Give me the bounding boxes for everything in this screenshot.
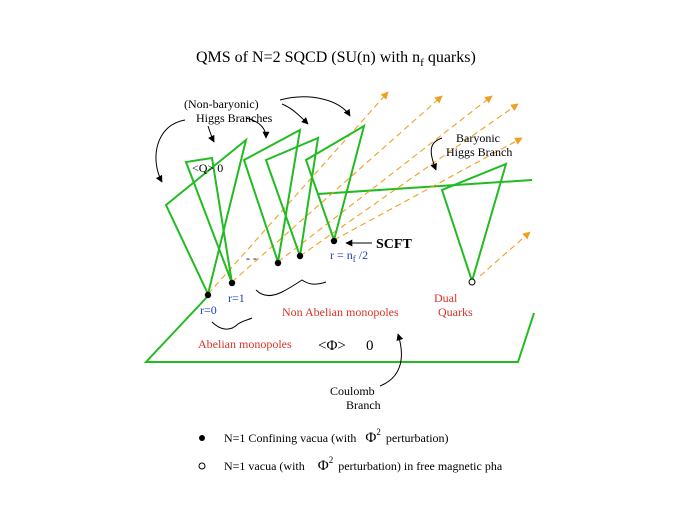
scft-label: SCFT [376, 237, 412, 252]
legend-filled-text: N=1 Confining vacua (with Φ2 perturbatio… [224, 424, 449, 446]
branch-triangle-3 [242, 128, 302, 263]
legend-open-text: N=1 vacua (with Φ2 perturbation) in free… [224, 452, 503, 474]
diagram-title: QMS of N=2 SQCD (SU(n) with nf quarks) [196, 49, 476, 69]
baryonic-triangle [440, 162, 508, 285]
higgs-pointer-arrows [155, 96, 443, 387]
brace-non-abelian [255, 279, 327, 297]
branch-triangle-rnf [304, 123, 366, 244]
baryonic-plane-edge [317, 179, 533, 195]
free-magnetic-vacuum [468, 278, 476, 286]
phi-vev-label: <Φ> [318, 338, 346, 354]
confining-vacuum-r1 [228, 279, 236, 287]
baryonic-label-2: Higgs Branch [446, 145, 512, 159]
quarks-label: Quarks [438, 305, 473, 319]
confining-vacuum-r0 [204, 291, 212, 299]
r0-label: r=0 [200, 303, 217, 317]
branch-triangle-4 [264, 136, 320, 257]
phi-zero-label: 0 [366, 338, 374, 354]
coulomb-label-1: Coulomb [330, 384, 375, 398]
brace-abelian [211, 317, 253, 330]
coulomb-label-2: Branch [346, 398, 381, 412]
dashed-arrows [207, 91, 531, 295]
r-nf-label: r = nf /2 [330, 248, 368, 264]
nonbaryonic-label-2: Higgs Branches [196, 111, 273, 125]
legend: N=1 Confining vacua (with Φ2 perturbatio… [198, 424, 503, 474]
nonbaryonic-label-1: (Non-baryonic) [184, 97, 259, 111]
r1-label: r=1 [228, 291, 245, 305]
dual-label: Dual [434, 291, 458, 305]
abelian-label: Abelian monopoles [198, 337, 292, 351]
confining-vacuum-3 [274, 259, 282, 267]
coulomb-plane [143, 295, 535, 363]
legend-open-dot [198, 462, 206, 470]
confining-vacuum-4 [296, 252, 304, 260]
dots-label: - - [246, 251, 257, 265]
branch-triangle-r1 [184, 156, 233, 284]
nonbaryonic-branches [164, 123, 366, 297]
legend-filled-dot [199, 435, 205, 441]
baryonic-label-1: Baryonic [456, 131, 500, 145]
confining-vacuum-rnf [330, 237, 338, 245]
non-abelian-label: Non Abelian monopoles [282, 305, 399, 319]
q-vev-label: <Q> 0 [192, 161, 223, 175]
branch-triangle-r0 [164, 137, 248, 297]
